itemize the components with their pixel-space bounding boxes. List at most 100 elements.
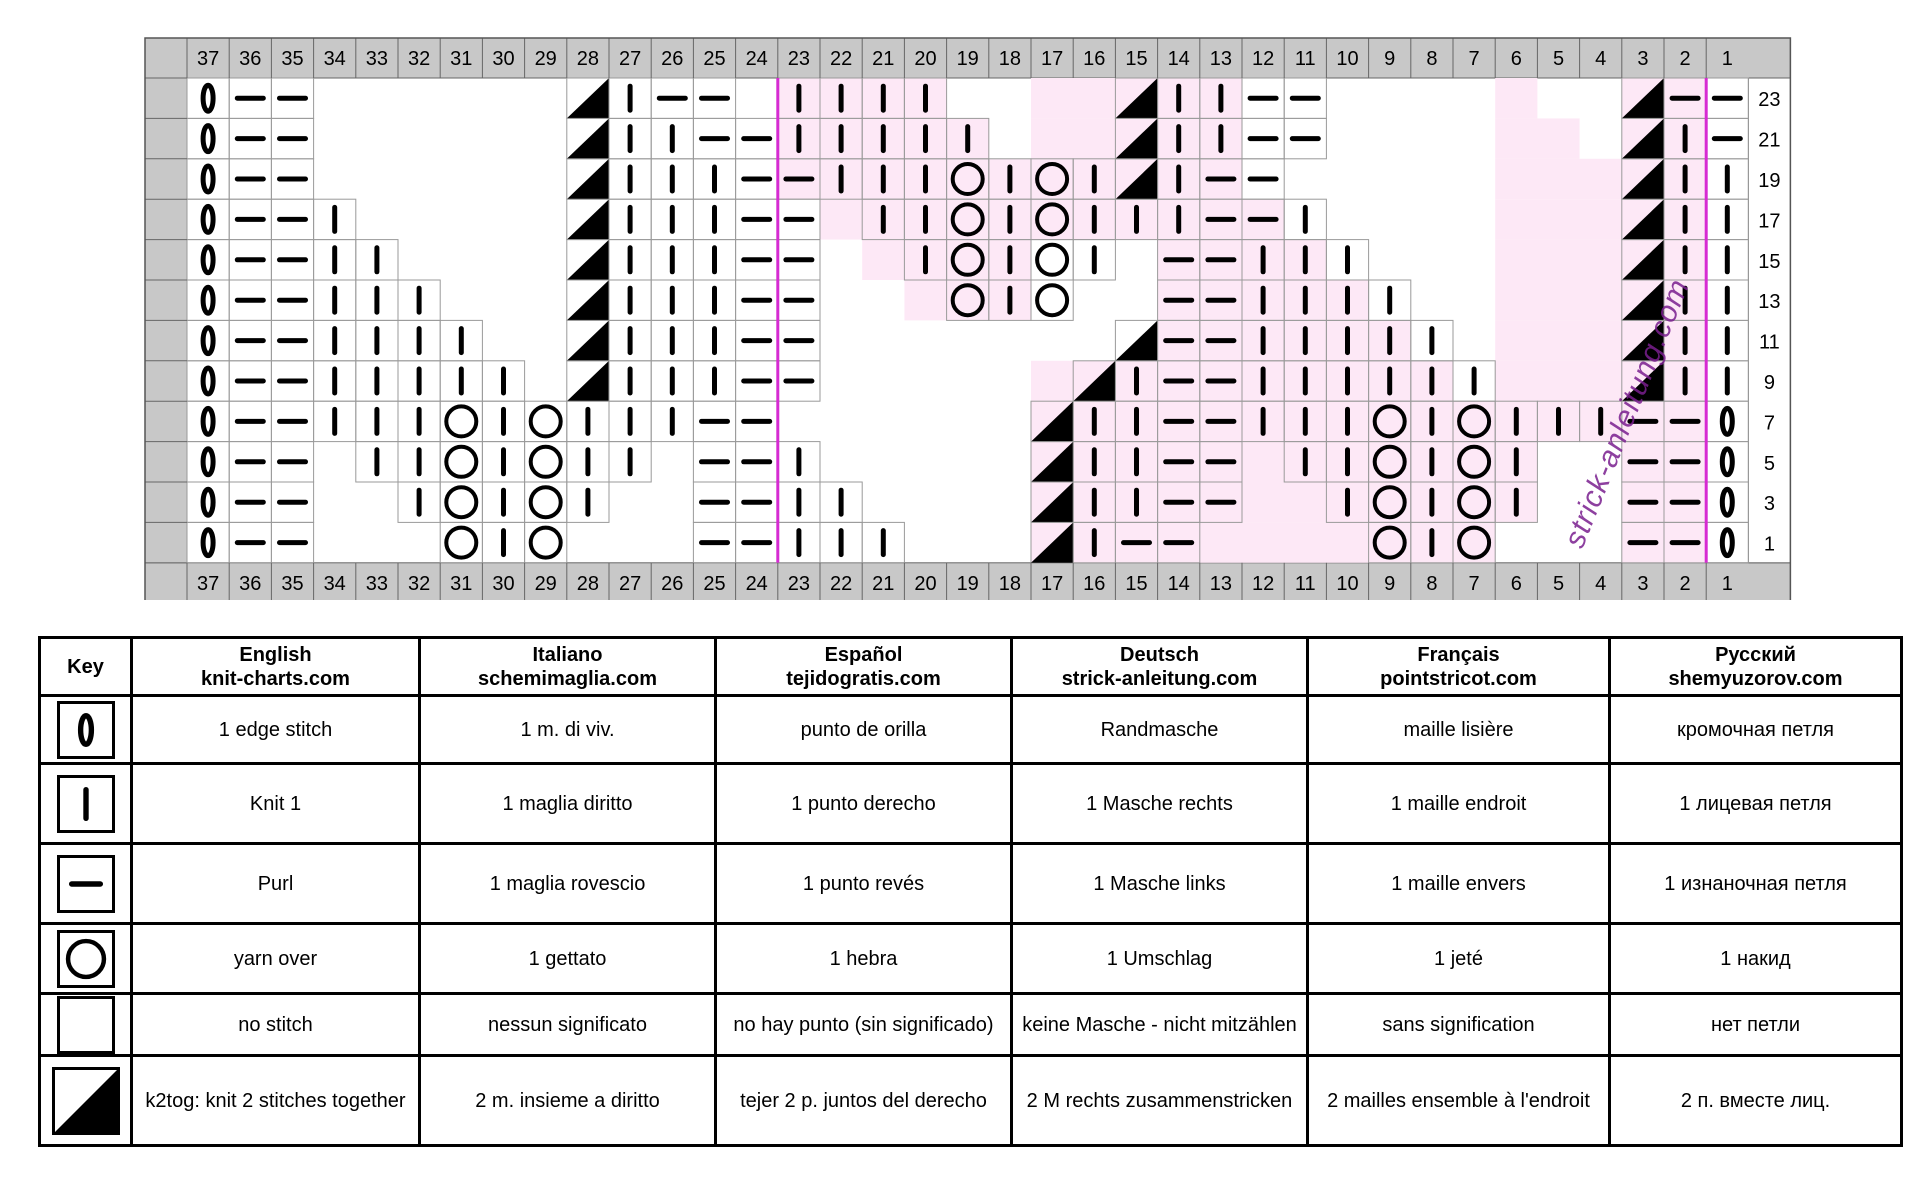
k2tog-symbol — [1031, 482, 1074, 523]
column-number-top: 17 — [1041, 48, 1063, 70]
chart-border — [144, 37, 1792, 600]
edge-stitch-symbol — [200, 82, 216, 114]
legend-francais-cell: 2 mailles ensemble à l'endroit — [1306, 1054, 1611, 1147]
k2tog-symbol — [1621, 320, 1664, 361]
column-number-bottom: 5 — [1553, 573, 1564, 595]
legend-deutsch-cell: 1 Masche links — [1010, 842, 1309, 925]
edge-stitch-symbol — [200, 284, 216, 316]
yarn-over-symbol — [1457, 525, 1492, 560]
pink-highlight — [1495, 158, 1707, 200]
stitch-cell — [1072, 239, 1116, 281]
yarn-over-symbol — [1035, 283, 1070, 318]
column-number-top: 29 — [535, 48, 557, 70]
legend-english-cell: no stitch — [130, 992, 421, 1057]
k2tog-symbol — [566, 118, 609, 159]
no-stitch-icon — [56, 995, 115, 1054]
yarn-over-symbol — [950, 202, 985, 237]
yarn-over-symbol — [1457, 485, 1492, 520]
edge-stitch-symbol — [200, 527, 216, 559]
legend-espanol-cell: 1 punto derecho — [714, 762, 1013, 845]
row-number: 13 — [1758, 291, 1780, 313]
pink-highlight — [1495, 360, 1707, 402]
legend-italiano-cell: 1 gettato — [418, 922, 717, 995]
k2tog-symbol — [1621, 158, 1664, 200]
k2tog-symbol — [1115, 78, 1158, 119]
legend-espanol-cell: 1 hebra — [714, 922, 1013, 995]
edge-stitch-symbol — [200, 446, 216, 478]
column-number-bottom: 37 — [197, 573, 219, 595]
column-number-top: 30 — [492, 48, 514, 70]
stitch-cell — [1283, 117, 1327, 160]
legend-key-cell — [38, 992, 133, 1057]
column-number-top: 32 — [408, 48, 430, 70]
k2tog-symbol — [1073, 360, 1116, 402]
column-number-bottom: 26 — [661, 573, 683, 595]
column-number-top: 9 — [1384, 48, 1395, 70]
column-number-bottom: 3 — [1637, 573, 1648, 595]
k2tog-symbol — [566, 239, 609, 280]
yarn-over-symbol — [444, 444, 479, 479]
column-number-bottom: 35 — [281, 573, 303, 595]
legend-francais-cell: 1 maille endroit — [1306, 762, 1611, 845]
legend-deutsch-cell: 1 Umschlag — [1010, 922, 1309, 995]
legend-italiano-cell: 2 m. insieme a diritto — [418, 1054, 717, 1147]
yarn-over-symbol — [1457, 444, 1492, 479]
legend-english-cell: yarn over — [130, 922, 421, 995]
edge-stitch-symbol — [200, 123, 216, 155]
yarn-over-symbol — [950, 162, 985, 196]
column-number-bottom: 17 — [1041, 573, 1063, 595]
edge-stitch-symbol — [1719, 446, 1735, 478]
column-number-top: 28 — [577, 48, 599, 70]
row-number: 7 — [1764, 412, 1775, 434]
legend-francais-cell: sans signification — [1306, 992, 1611, 1057]
edge-stitch-symbol — [200, 325, 216, 357]
column-number-top: 25 — [703, 48, 725, 70]
column-number-bottom: 28 — [577, 573, 599, 595]
yarn-over-symbol — [528, 444, 563, 479]
yarn-over-symbol — [528, 525, 563, 560]
yarn-over-symbol — [528, 485, 563, 520]
column-number-bottom: 14 — [1168, 573, 1190, 595]
column-number-top: 20 — [914, 48, 936, 70]
yarn-over-symbol — [528, 404, 563, 439]
k2tog-symbol — [1621, 360, 1664, 402]
column-number-bottom: 20 — [914, 573, 936, 595]
stitch-cell — [1452, 521, 1496, 564]
column-number-bottom: 7 — [1469, 573, 1480, 595]
legend-italiano-cell: 1 m. di viv. — [418, 694, 717, 765]
legend-key-cell — [38, 1054, 133, 1147]
edge-stitch-symbol — [200, 365, 216, 397]
legend-deutsch-cell: keine Masche - nicht mitzählen — [1010, 992, 1309, 1057]
legend-italiano-cell: 1 maglia rovescio — [418, 842, 717, 925]
column-number-top: 37 — [197, 48, 219, 70]
legend-russkiy-cell: нет петли — [1608, 992, 1903, 1057]
row-number: 9 — [1764, 372, 1775, 394]
chart-grid: 3737363635353434333332323131303029292828… — [144, 37, 1792, 600]
k2tog-symbol — [566, 320, 609, 361]
row-number: 23 — [1758, 89, 1780, 111]
row-number: 1 — [1764, 534, 1775, 556]
column-number-bottom: 2 — [1680, 573, 1691, 595]
stitch-cell — [566, 481, 610, 523]
yarn-over-symbol — [950, 283, 985, 318]
k2tog-symbol — [1115, 320, 1158, 361]
column-number-bottom: 36 — [239, 573, 261, 595]
edge-stitch-symbol — [200, 244, 216, 276]
legend-deutsch-cell: Randmasche — [1010, 694, 1309, 765]
column-number-bottom: 1 — [1722, 573, 1733, 595]
column-number-bottom: 16 — [1083, 573, 1105, 595]
column-number-bottom: 21 — [872, 573, 894, 595]
column-number-header — [144, 37, 1791, 79]
yarn-over-symbol — [444, 525, 479, 560]
legend-english-cell: k2tog: knit 2 stitches together — [130, 1054, 421, 1147]
column-number-top: 18 — [999, 48, 1021, 70]
column-number-top: 13 — [1210, 48, 1232, 70]
legend-english-cell: Knit 1 — [130, 762, 421, 845]
stitch-cell — [861, 521, 905, 564]
